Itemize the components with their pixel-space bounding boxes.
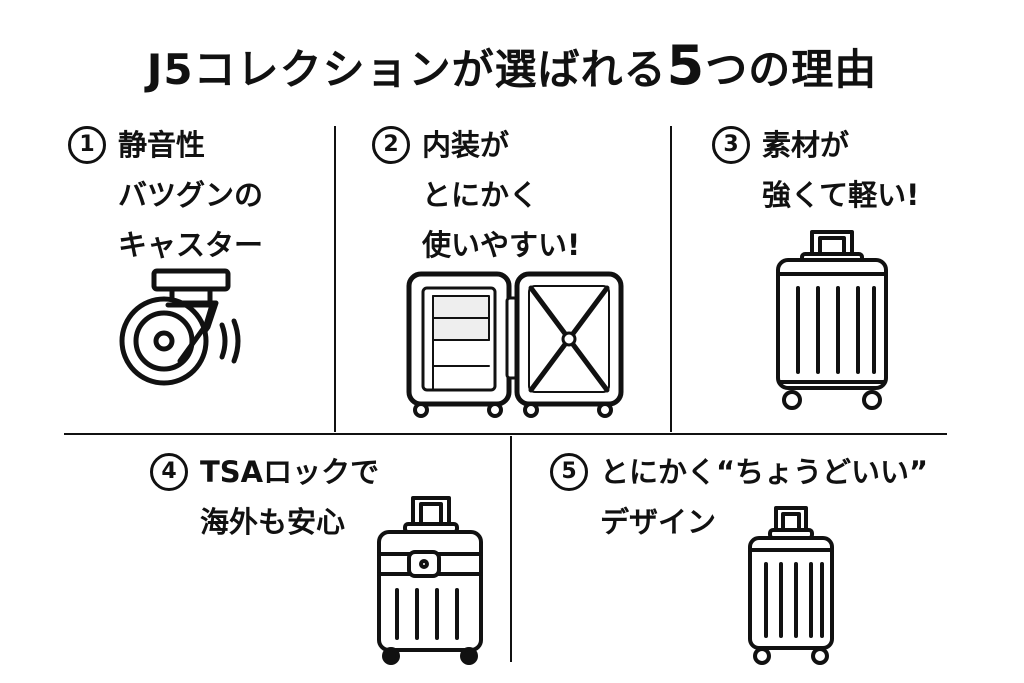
reason-text: バツグンの [118,178,264,212]
reason-number: 1 [68,126,106,164]
caster-wheel-icon [119,268,241,386]
reason-3: 3 素材が 強くて軽い! [712,120,919,220]
reason-number: 5 [550,453,588,491]
reason-text: 素材が [762,128,850,162]
title-text: J5コレクションが選ばれる [146,45,667,94]
divider-vertical-1 [334,126,336,432]
reason-text: 使いやすい! [422,228,581,262]
reason-text: とにかく“ちょうどいい” [600,455,929,489]
reason-4: 4 TSAロックで 海外も安心 [150,447,379,547]
reason-number: 2 [372,126,410,164]
reason-1: 1 静音性 バツグンの キャスター [68,120,263,270]
reason-text: TSAロックで [200,455,380,489]
divider-vertical-2 [670,126,672,432]
divider-horizontal [64,433,947,435]
divider-vertical-3 [510,436,512,662]
title-number: 5 [666,34,706,97]
title-suffix: つの理由 [705,45,878,94]
suitcase-icon [776,230,888,410]
reason-text: デザイン [600,505,717,539]
reason-text: 強くて軽い! [762,178,920,212]
reason-5: 5 とにかく“ちょうどいい” デザイン [550,447,928,547]
open-suitcase-icon [406,271,624,418]
reason-text: 海外も安心 [200,505,346,539]
page-title: J5コレクションが選ばれる5つの理由 [0,34,1024,97]
reason-text: 静音性 [118,128,206,162]
reason-text: 内装が [422,128,510,162]
suitcase-tsa-lock-icon [377,496,483,665]
reason-number: 3 [712,126,750,164]
reason-text: とにかく [422,178,539,212]
suitcase-icon [748,506,834,665]
reason-2: 2 内装が とにかく 使いやすい! [372,120,580,270]
reason-text: キャスター [118,228,264,262]
reason-number: 4 [150,453,188,491]
